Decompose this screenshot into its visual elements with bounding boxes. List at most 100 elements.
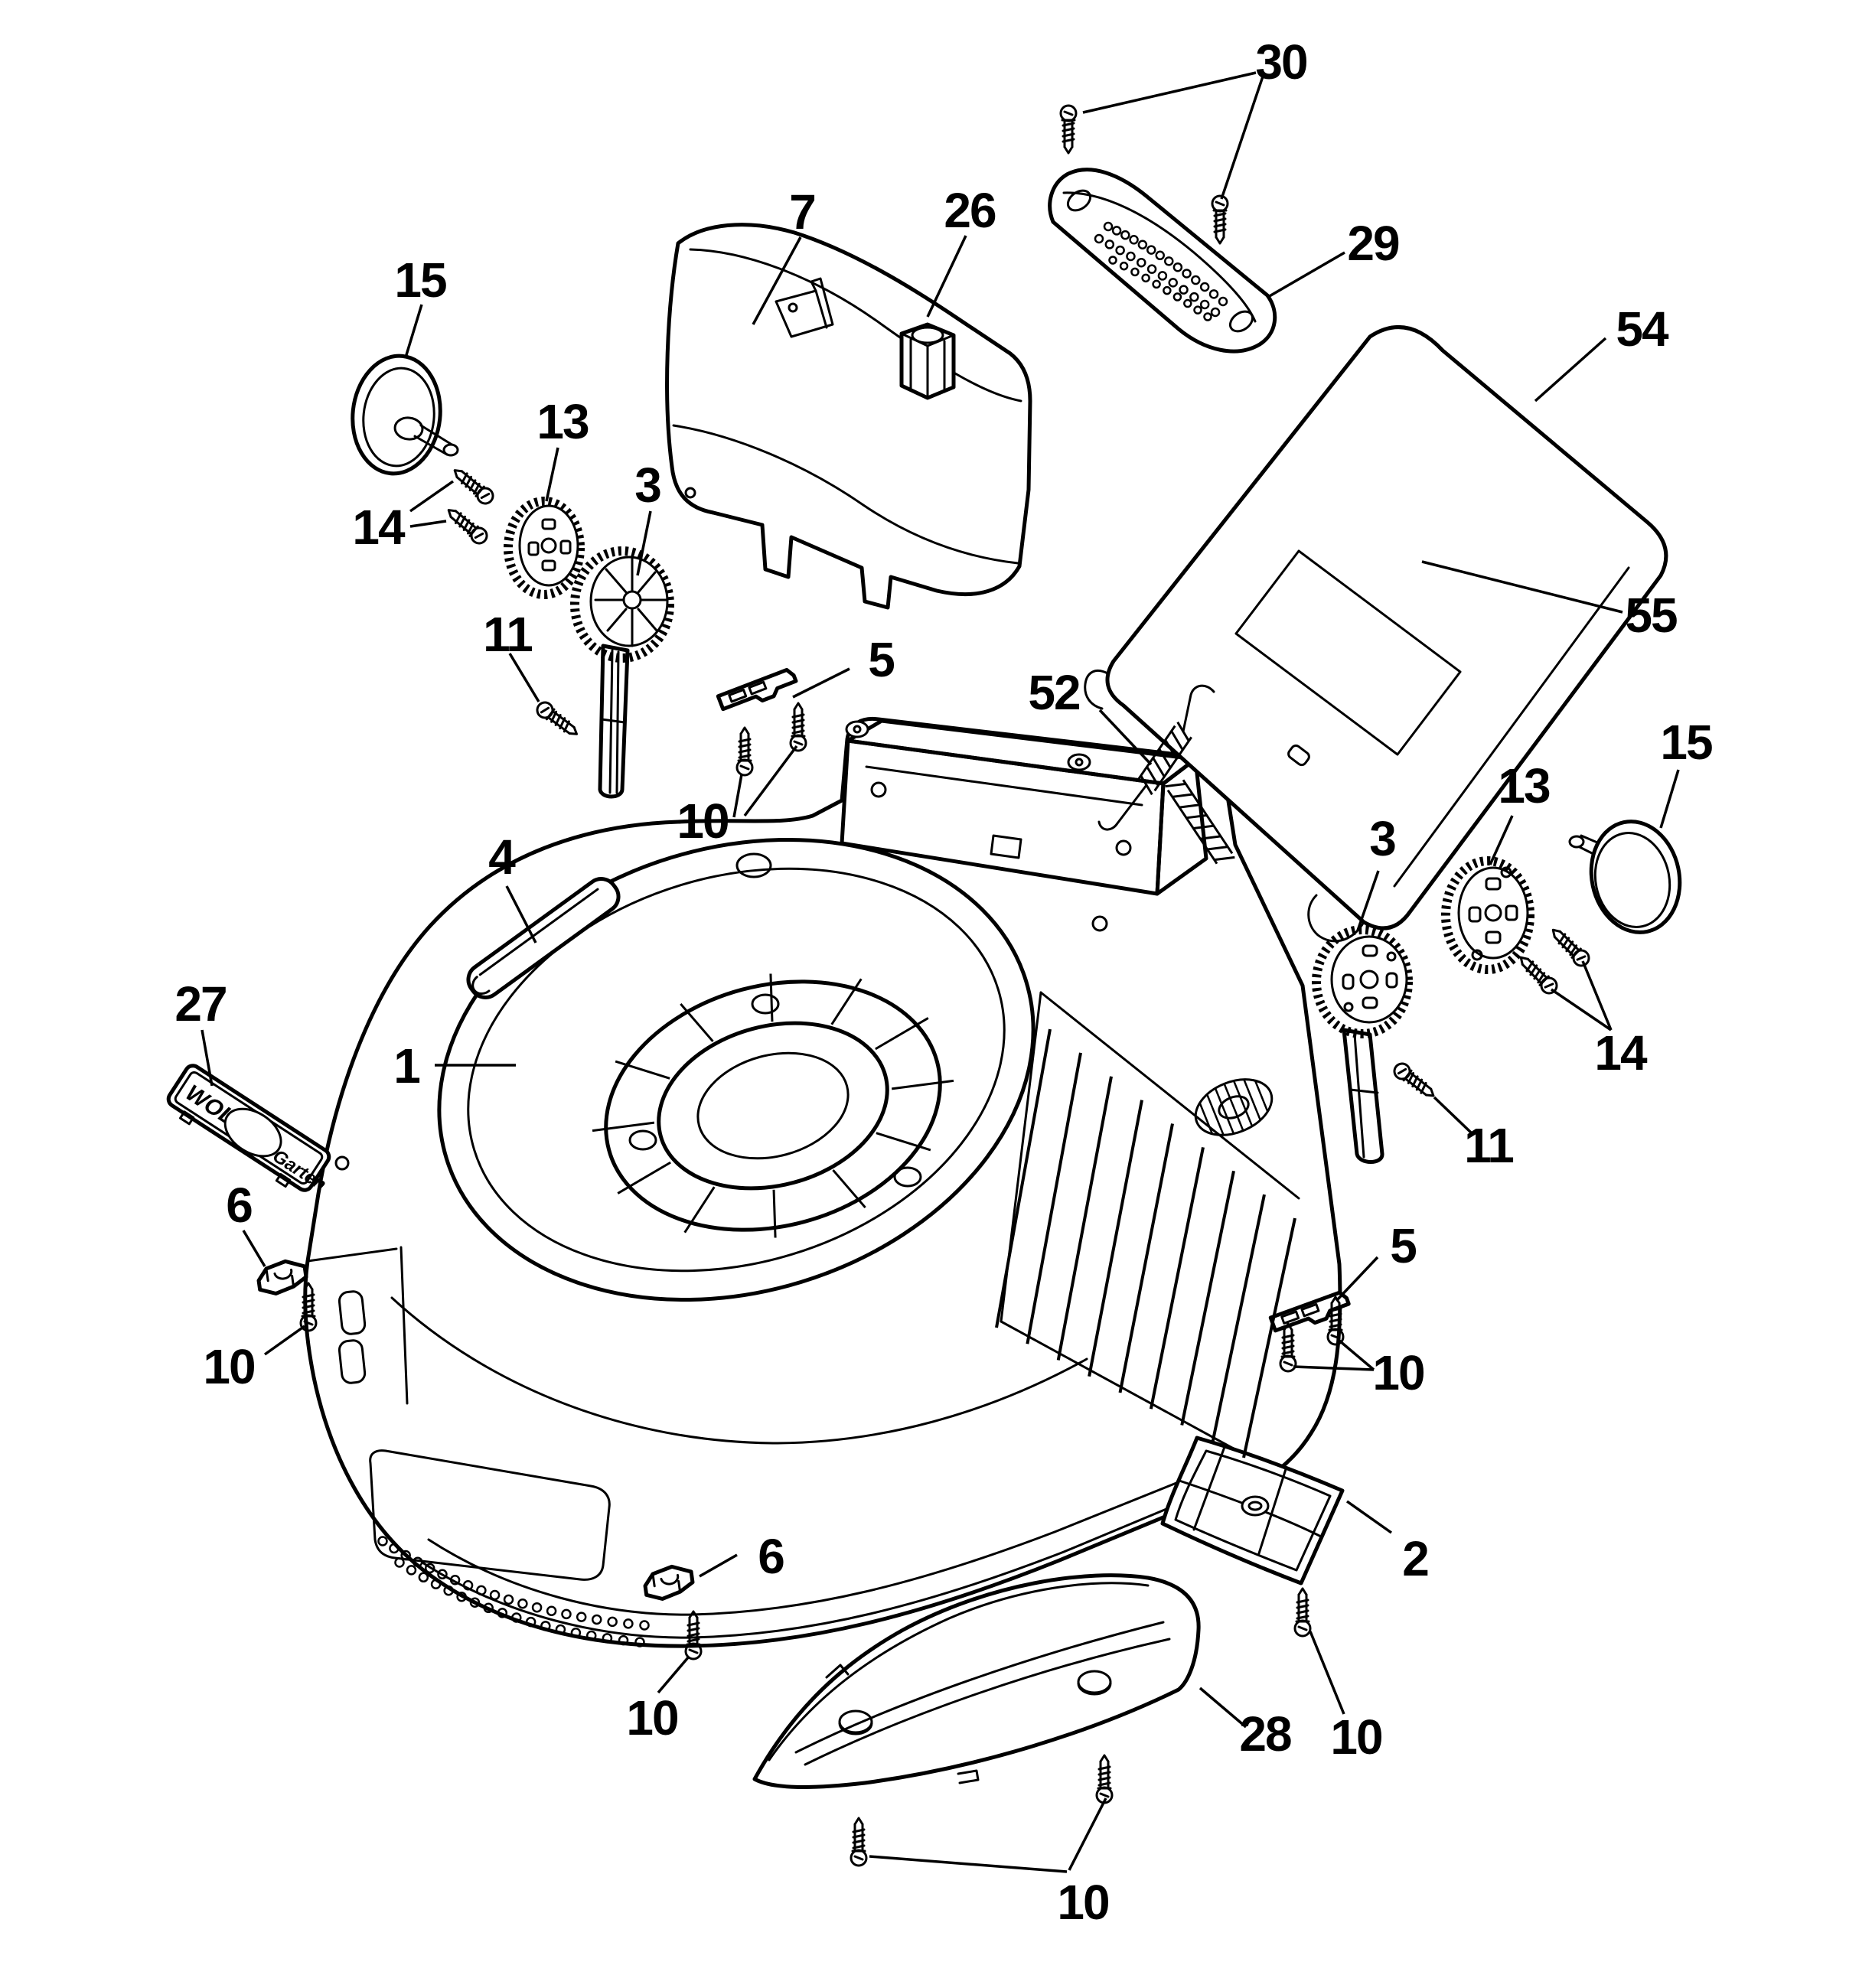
part-label-30-0: 30 [1255,34,1308,90]
leader-line-10G [1309,1631,1345,1715]
part-10-screw-bottom-left [684,1610,703,1660]
leader-line-29 [1267,251,1345,298]
part-26-cap-insert [899,322,956,400]
part-15-wheel-cap-left [351,354,459,476]
part-10-screw-bumper-a [850,1817,868,1867]
leader-line-5M [792,667,850,699]
part-10-screw-mid-a [735,726,754,777]
part-7-motor-cover [665,223,1032,610]
part-label-55-5: 55 [1625,588,1678,643]
part-10-screw-left [299,1282,318,1332]
part-4-trim-strip [466,877,621,999]
leader-line-26 [926,235,967,318]
leader-line-10R [1293,1365,1375,1371]
part-label-2-26: 2 [1402,1531,1430,1586]
part-label-10-25: 10 [1372,1345,1425,1400]
part-label-15-20: 15 [1660,715,1713,770]
part-label-6-14: 6 [226,1178,253,1233]
part-13-gear-right [1441,856,1534,974]
leader-line-30 [1220,76,1264,200]
leader-line-6L [242,1230,266,1267]
part-label-10-27: 10 [1330,1709,1383,1765]
leader-line-55 [1421,560,1623,614]
part-14-screw-left-b [442,503,491,548]
part-label-1-13: 1 [393,1038,421,1093]
leader-line-10L [263,1325,306,1356]
part-6-clamp-bottom [643,1564,694,1601]
part-10-screw-right-a [1279,1322,1297,1373]
part-2-mulch-grate [1160,1436,1345,1586]
part-label-6-29: 6 [758,1529,785,1584]
part-label-28-28: 28 [1239,1706,1292,1761]
leader-line-10BC [1068,1797,1107,1871]
part-15-wheel-cap-right [1568,820,1682,934]
part-label-5-24: 5 [1390,1218,1417,1273]
part-55-type-label-plate [1234,549,1462,767]
part-28-front-bumper [752,1573,1201,1789]
part-3-height-adjuster-left [570,546,674,799]
part-label-3-21: 3 [1369,811,1397,866]
leader-line-10BL [657,1655,690,1694]
leader-line-11L [508,653,540,702]
leader-line-30 [1082,71,1257,114]
part-label-13-19: 13 [1498,758,1551,813]
part-label-5-16: 5 [868,632,895,687]
part-14-screw-right-a [1546,923,1593,970]
leader-line-2 [1345,1500,1393,1534]
part-10-screw-grate [1293,1587,1312,1638]
part-label-11-10: 11 [483,607,533,662]
part-label-10-17: 10 [677,794,729,849]
part-3-height-adjuster-right [1312,925,1413,1164]
leader-line-28 [1199,1687,1247,1729]
part-30-screw-a [1059,104,1078,155]
leader-line-5R [1335,1256,1379,1302]
leader-line-14R [1551,988,1612,1031]
part-label-11-23: 11 [1464,1118,1515,1173]
part-54-rear-flap [1084,325,1668,943]
part-11-screw-right [1390,1059,1440,1103]
part-label-10-31: 10 [1057,1875,1110,1930]
leader-line-3R [1356,870,1380,931]
part-1-deck-housing [303,716,1342,1648]
part-10-screw-mid-b [789,702,807,752]
part-label-27-12: 27 [174,976,227,1031]
leader-line-13R [1489,815,1514,865]
part-14-screw-left-a [448,463,497,508]
part-5-latch-middle [718,668,798,715]
leader-line-10BC [869,1855,1068,1873]
leader-line-10R [1338,1339,1375,1371]
part-label-7-1: 7 [789,184,817,240]
part-30-screw-b [1211,194,1229,245]
leader-lines [201,71,1680,1873]
leader-line-54 [1534,337,1607,402]
part-label-15-6: 15 [394,253,447,308]
part-label-54-4: 54 [1616,301,1668,357]
motor-mount [604,979,942,1232]
leader-line-6B [699,1553,738,1578]
leader-line-15L [404,304,423,358]
painted-details [377,221,1296,1647]
leader-line-11R [1433,1096,1472,1134]
leader-line-10M [743,745,798,817]
part-label-14-9: 14 [352,500,405,555]
part-label-52-18: 52 [1028,665,1081,720]
leader-line-13L [545,447,559,502]
part-10-screw-bumper-b [1095,1754,1114,1804]
part-label-14-22: 14 [1594,1025,1647,1080]
part-label-10-15: 10 [203,1339,256,1394]
part-13-gear-left [504,497,585,599]
leader-line-14L [409,480,455,513]
leader-line-4 [505,885,537,943]
part-29-carry-handle [1048,168,1277,354]
leader-line-15R [1659,769,1680,829]
leader-line-52 [1098,709,1153,766]
part-label-13-7: 13 [536,394,589,449]
part-label-3-8: 3 [634,458,662,513]
leader-line-14R [1581,960,1613,1031]
part-label-4-11: 4 [488,829,516,885]
leader-line-7 [752,236,802,325]
leader-line-10M [732,774,743,818]
leader-line-14L [409,520,447,528]
